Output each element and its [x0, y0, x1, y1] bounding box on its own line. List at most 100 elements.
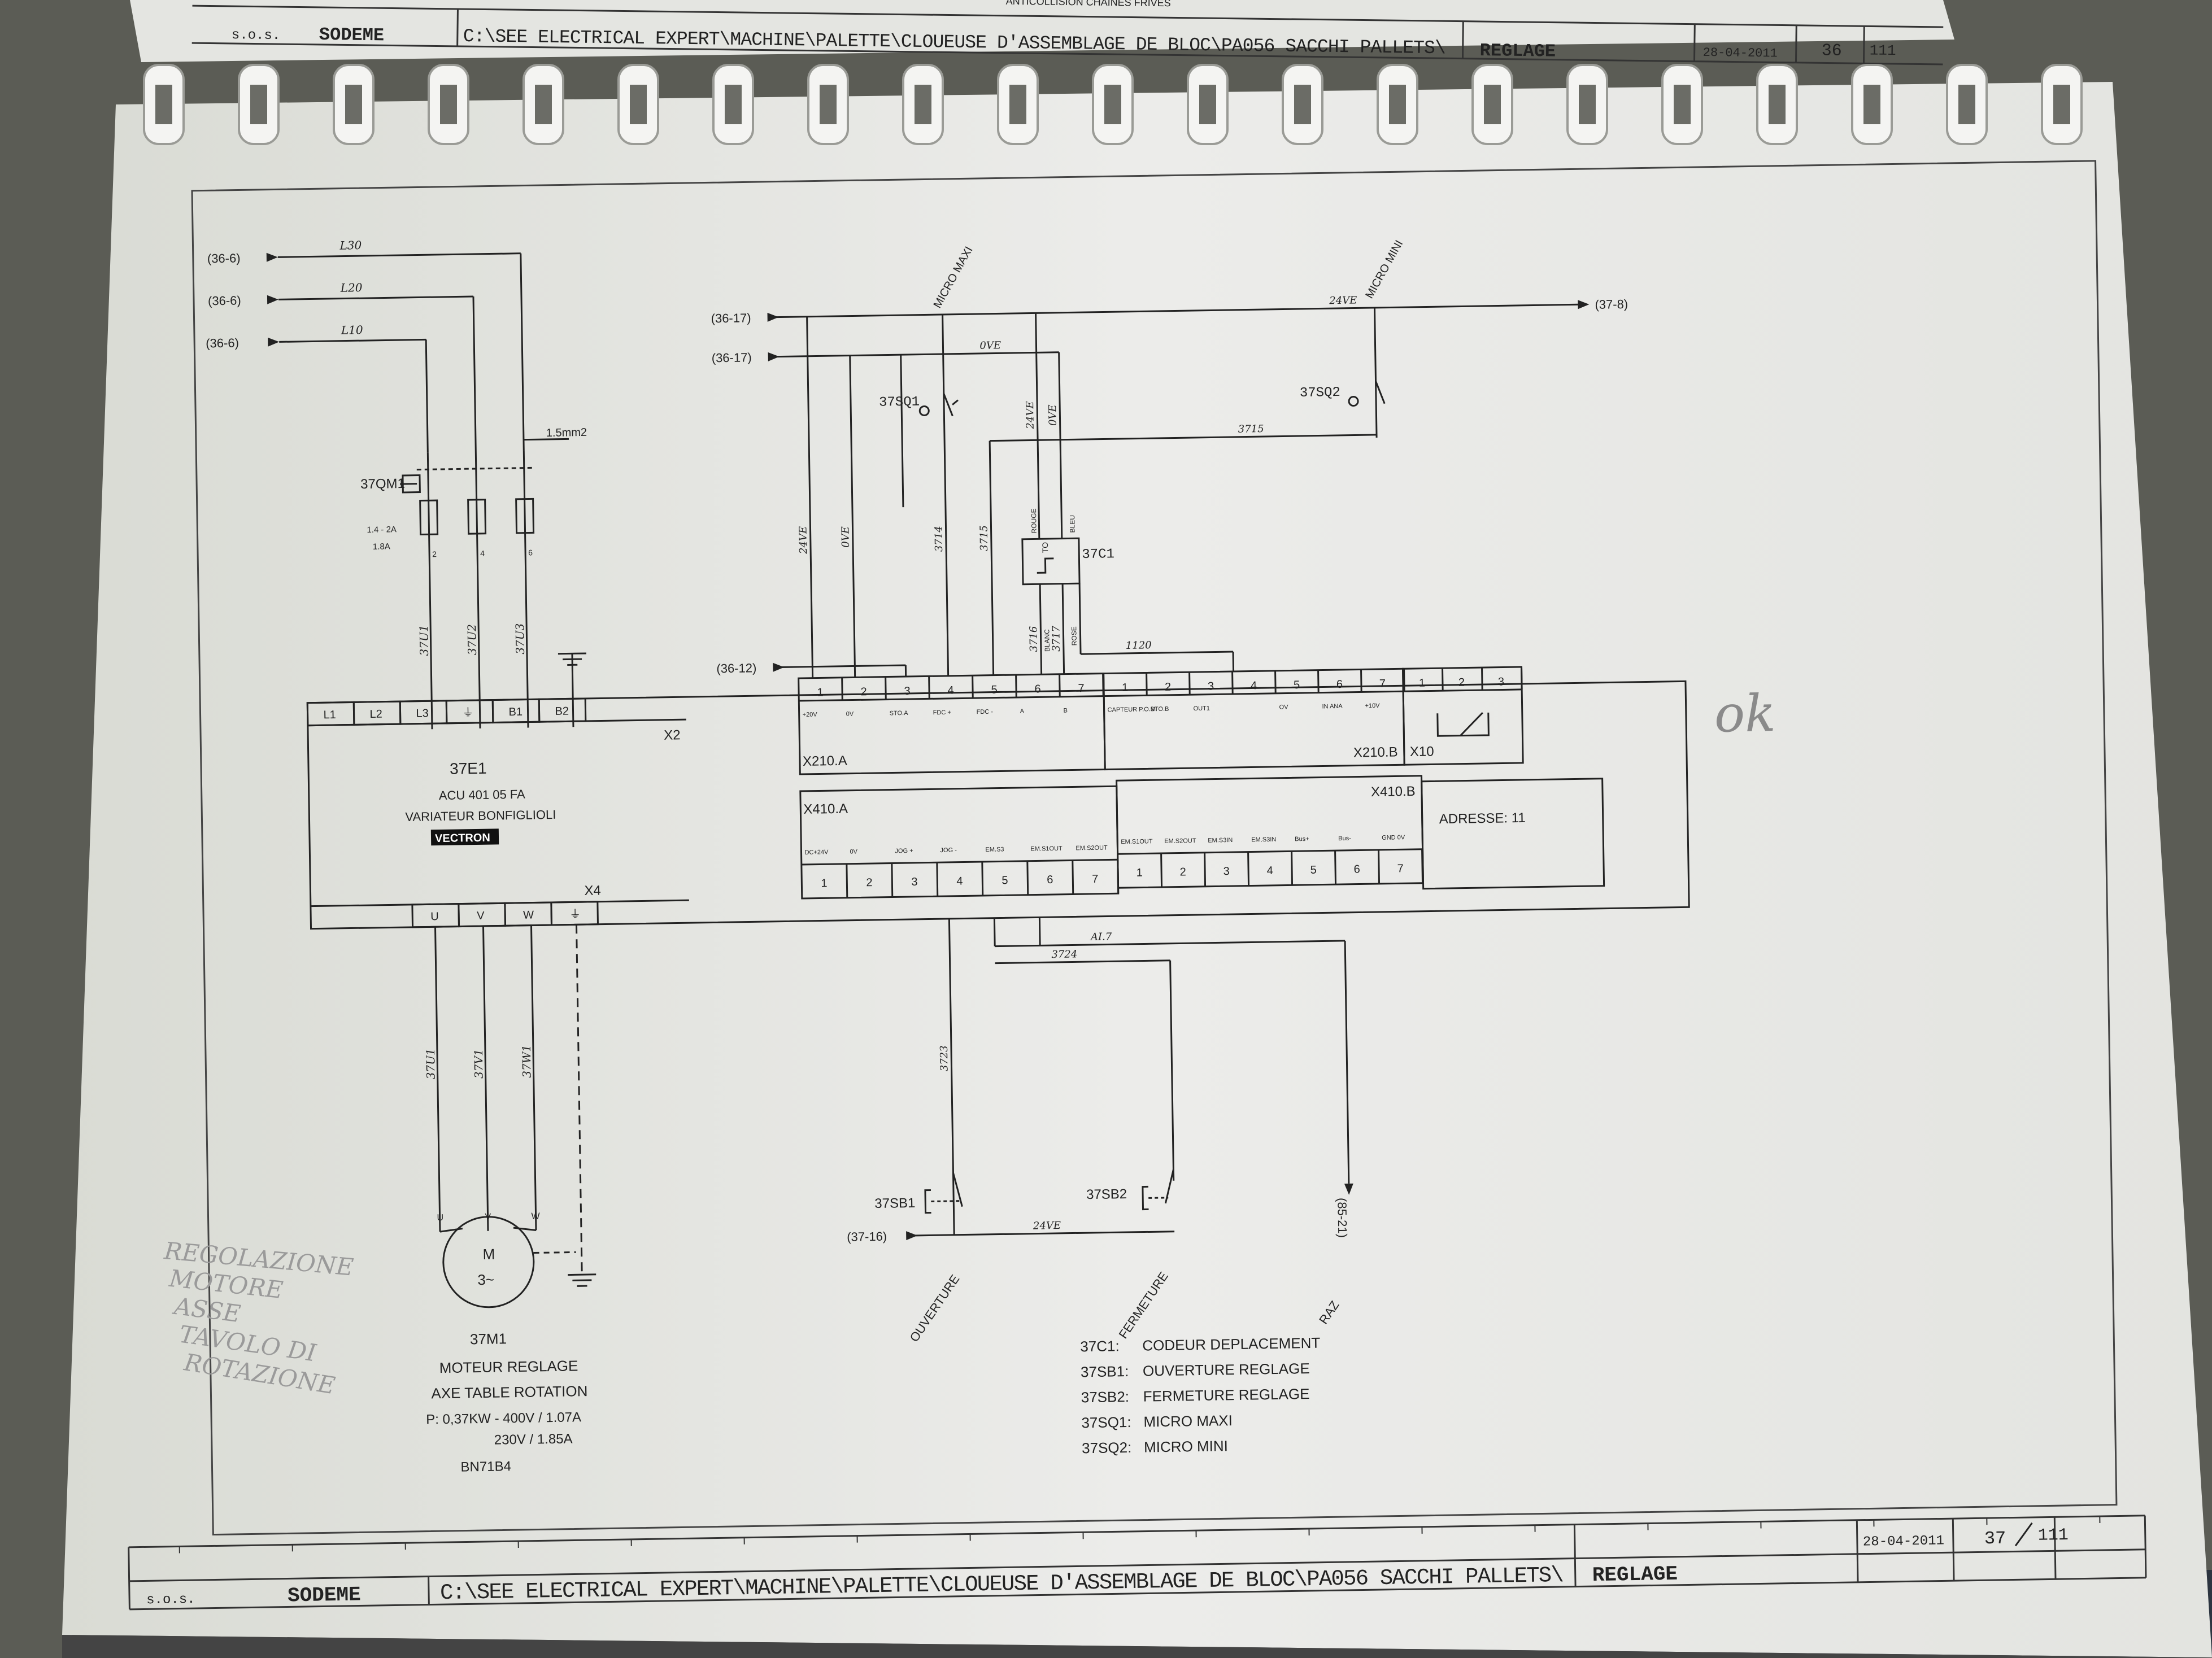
wire-37u3-in: 37U3	[513, 623, 527, 655]
binding-ring	[238, 64, 280, 145]
legend-ref: 37SB1:	[1081, 1363, 1129, 1380]
wire-0ve-v2: 0VE	[1047, 404, 1059, 426]
x4-terminal-label: V	[477, 910, 485, 922]
handwritten-ok: ok	[1714, 684, 1776, 744]
terminal-separator	[1421, 849, 1424, 883]
wire-3715-h: 3715	[1238, 423, 1264, 435]
x4-terminal-label: U	[430, 910, 439, 923]
wire-ai7: AI.7	[1090, 931, 1112, 943]
prev-company: SODEME	[319, 24, 385, 46]
terminal-number: 6	[1034, 683, 1040, 695]
c1-label: 37C1	[1082, 547, 1114, 562]
drawing-frame	[191, 160, 2118, 1536]
wire-3724: 3724	[1051, 948, 1077, 961]
binding-ring	[1756, 64, 1798, 145]
binding-ring	[1187, 64, 1229, 145]
terminal-signal: 0V	[850, 848, 857, 855]
motor-symbol-m: M	[482, 1246, 495, 1263]
x2-terminal-label: B2	[555, 705, 569, 717]
ref-37-16: (37-16)	[847, 1229, 887, 1244]
legend-text: FERMETURE REGLAGE	[1143, 1385, 1309, 1405]
legend-ref: 37SB2:	[1081, 1388, 1130, 1406]
color-rose: ROSE	[1070, 626, 1078, 645]
x2-terminal-label: B1	[508, 706, 522, 718]
terminal-number: 1	[1136, 867, 1142, 879]
terminal-signal: A	[1020, 708, 1025, 715]
ref-85-21: (85-21)	[1335, 1198, 1349, 1238]
binding-ring	[1377, 64, 1418, 145]
terminal-signal: IN ANA	[1322, 703, 1343, 710]
ref-36-6-a: (36-6)	[207, 251, 241, 265]
wire-37u2-in: 37U2	[465, 624, 479, 655]
wire-1120: 1120	[1126, 639, 1152, 652]
terminal-number: 2	[1458, 677, 1465, 689]
terminal-signal: EM.S2OUT	[1164, 837, 1196, 845]
terminal-number: 2	[1165, 681, 1171, 693]
terminal-signal: DC+24V	[804, 849, 829, 856]
line-l30: L30	[339, 238, 362, 252]
sb1-label: 37SB1	[874, 1195, 915, 1211]
motor-name: MOTEUR REGLAGE	[439, 1357, 578, 1376]
terminal-number: 1	[1419, 677, 1425, 690]
terminal-signal: Bus+	[1295, 836, 1309, 843]
wire-3714: 3714	[933, 526, 945, 552]
binding-rings	[143, 64, 2083, 145]
x2-terminal	[538, 697, 587, 723]
legend-text: CODEUR DEPLACEMENT	[1142, 1334, 1320, 1354]
terminal-signal: +10V	[1365, 703, 1380, 709]
terminal-signal: EM.S2OUT	[1075, 844, 1108, 852]
terminal-number: 7	[1397, 862, 1403, 875]
binding-ring	[428, 64, 469, 145]
prev-section: REGLAGE	[1479, 40, 1556, 62]
x4-terminal-label: ⏚	[569, 908, 581, 920]
sheet-number: 37	[1984, 1528, 2006, 1550]
terminal-number: 3	[1208, 680, 1214, 692]
motor-term-u: U	[437, 1213, 443, 1223]
prev-company-abbr: s.o.s.	[232, 28, 281, 43]
terminal-number: 2	[866, 876, 872, 889]
terminal-number: 6	[1336, 678, 1343, 691]
terminal-number: 5	[1002, 874, 1008, 887]
current-page	[62, 82, 2212, 1657]
ref-36-6-c: (36-6)	[206, 336, 239, 351]
binding-ring	[522, 64, 564, 145]
wire-24ve-top: 24VE	[1329, 294, 1357, 307]
date: 28-04-2011	[1863, 1533, 1944, 1550]
terminal-separator	[1102, 673, 1104, 696]
terminal-number: 2	[860, 686, 866, 698]
terminal-separator	[1317, 670, 1320, 693]
legend-text: MICRO MINI	[1144, 1437, 1228, 1455]
x2-terminal-label: L3	[416, 707, 429, 719]
sheet-total: 111	[2038, 1526, 2069, 1546]
legend-ref: 37SQ1:	[1081, 1413, 1131, 1431]
terminal-signal: +20V	[803, 712, 818, 718]
power-lines	[277, 252, 596, 1308]
terminal-number: 4	[1251, 679, 1257, 692]
terminal-number: 2	[1179, 866, 1186, 878]
vectron-text: VECTRON	[435, 832, 490, 845]
binding-ring	[1282, 64, 1323, 145]
terminal-separator	[1481, 667, 1483, 691]
wire-0ve-v1: 0VE	[839, 526, 852, 548]
terminal-signal: Bus-	[1338, 835, 1351, 842]
company-abbr: s.o.s.	[146, 1592, 195, 1608]
terminal-signal: STO.A	[890, 710, 909, 717]
legend-text: MICRO MAXI	[1143, 1412, 1233, 1430]
terminal-number: 3	[904, 685, 910, 697]
breaker-pin-2: 2	[432, 549, 437, 559]
sb2-label: 37SB2	[1086, 1186, 1127, 1202]
vectron-badge	[430, 828, 499, 846]
wire-0ve-top: 0VE	[979, 339, 1001, 352]
binding-ring	[1566, 64, 1608, 145]
terminal-separator	[1360, 669, 1362, 692]
terminal-separator	[1247, 852, 1250, 886]
page-shadow	[62, 1635, 2212, 1658]
control-wires	[770, 303, 1578, 1237]
sq1-label: 37SQ1	[879, 395, 920, 411]
terminal-number: 1	[1122, 682, 1128, 694]
binding-ring	[1851, 64, 1893, 145]
terminal-signal: EM.S3IN	[1251, 836, 1276, 844]
